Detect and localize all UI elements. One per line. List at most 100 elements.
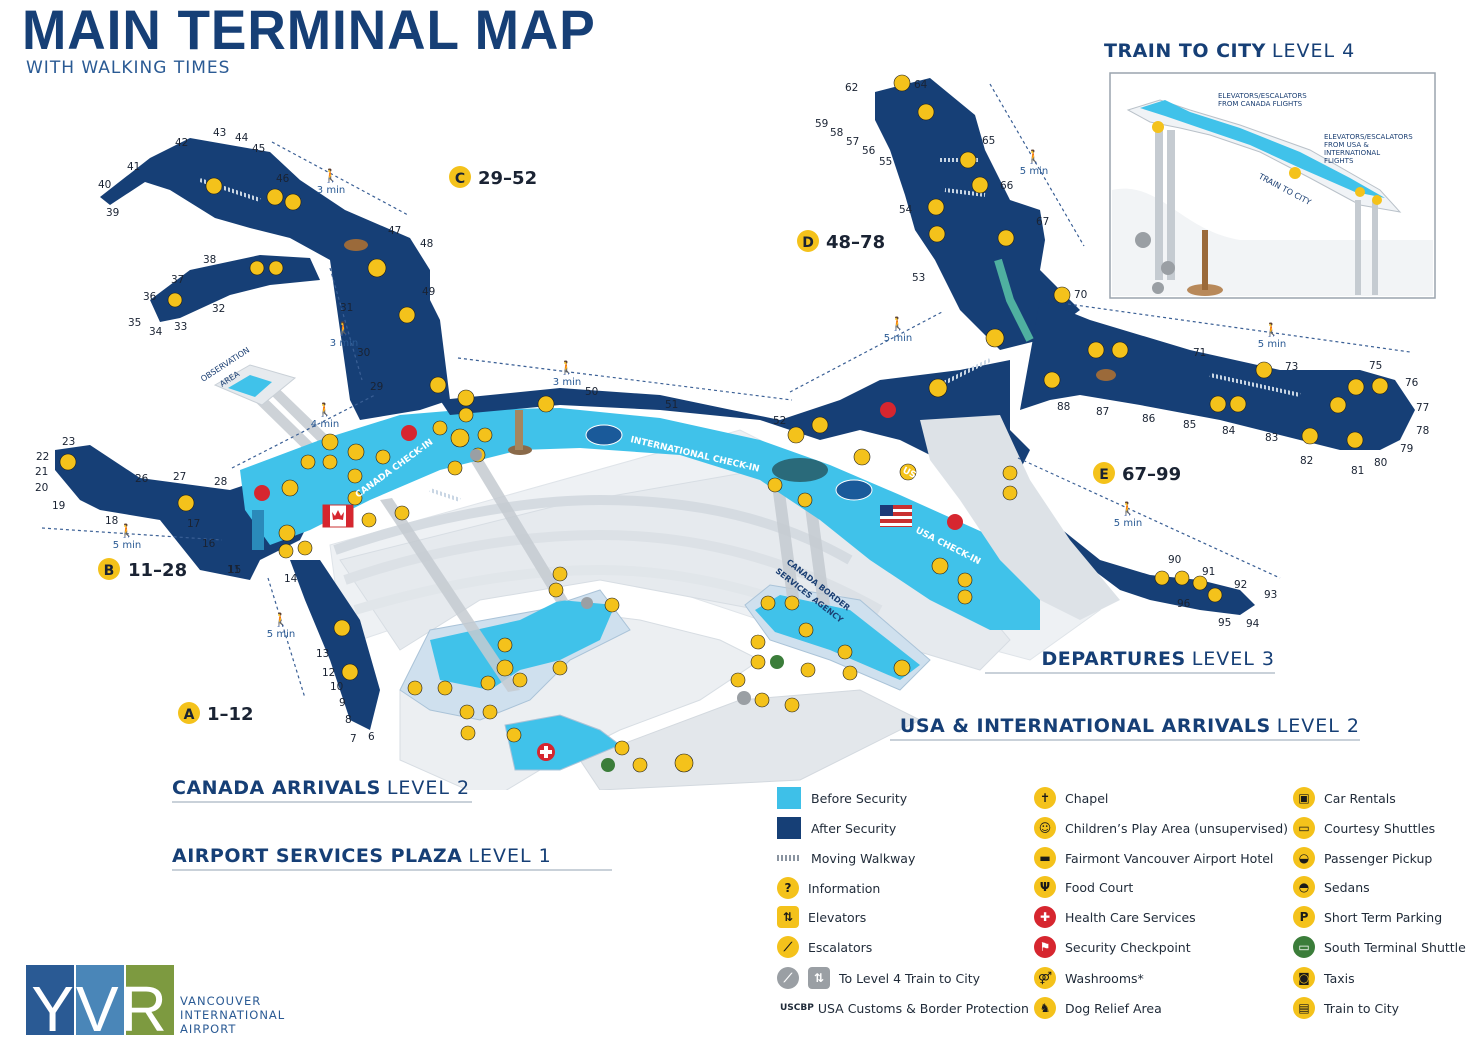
canada-arrivals-label: CANADA ARRIVALS LEVEL 2 <box>172 777 472 803</box>
train-level-label: TRAIN TO CITY LEVEL 4 <box>1104 40 1356 62</box>
svg-text:🚶: 🚶 <box>119 523 135 539</box>
svg-text:40: 40 <box>98 179 111 191</box>
legend-sedans: ◓ Sedans <box>1293 875 1370 899</box>
svg-text:93: 93 <box>1264 589 1277 601</box>
svg-text:10: 10 <box>330 681 343 693</box>
zone-badges: A 1–12 B 11–28 C 29–52 D 48–78 E 67–99 <box>98 166 1181 725</box>
svg-text:32: 32 <box>212 303 225 315</box>
svg-text:54: 54 <box>899 204 913 216</box>
escalator-icon: ⟋ <box>777 936 799 958</box>
svg-text:94: 94 <box>1246 618 1260 630</box>
gate-numbers: 29 30 31 32 33 34 35 36 37 38 39 40 41 4… <box>35 79 1429 745</box>
legend-train-access: ⟋ ⇅ To Level 4 Train to City <box>777 966 980 990</box>
svg-text:15: 15 <box>228 564 241 576</box>
amenity-icons <box>59 74 1389 773</box>
svg-text:11–28: 11–28 <box>128 560 187 581</box>
svg-text:28: 28 <box>214 476 227 488</box>
legend-train-to-city: ▤ Train to City <box>1293 996 1399 1020</box>
svg-text:21: 21 <box>35 466 48 478</box>
svg-text:5 min: 5 min <box>1020 166 1048 177</box>
svg-text:36: 36 <box>143 291 157 303</box>
legend-hotel: ▬ Fairmont Vancouver Airport Hotel <box>1034 846 1273 870</box>
svg-text:75: 75 <box>1369 360 1382 372</box>
svg-text:95: 95 <box>1218 617 1231 629</box>
page-title: MAIN TERMINAL MAP <box>22 0 596 61</box>
svg-text:27: 27 <box>173 471 186 483</box>
svg-text:B: B <box>104 563 115 579</box>
svg-text:30: 30 <box>357 347 370 359</box>
svg-text:70: 70 <box>1074 289 1087 301</box>
svg-text:26: 26 <box>135 473 149 485</box>
yvr-logo: YVR <box>26 965 174 1035</box>
legend-security-checkpoint: ⚑ Security Checkpoint <box>1034 935 1191 959</box>
svg-text:5 min: 5 min <box>884 333 912 344</box>
svg-text:55: 55 <box>879 156 892 168</box>
svg-text:49: 49 <box>422 286 435 298</box>
svg-text:🚶: 🚶 <box>317 402 333 418</box>
legend-passenger-pickup: ◒ Passenger Pickup <box>1293 846 1432 870</box>
svg-text:50: 50 <box>585 386 598 398</box>
dog-relief-icon: ♞ <box>1034 997 1056 1019</box>
svg-text:🚶: 🚶 <box>273 612 289 628</box>
svg-text:E: E <box>1099 467 1109 483</box>
svg-text:ELEVATORS/ESCALATORS: ELEVATORS/ESCALATORS <box>1324 133 1413 141</box>
svg-text:65: 65 <box>982 135 995 147</box>
car-rental-icon: ▣ <box>1293 787 1315 809</box>
svg-text:34: 34 <box>149 326 163 338</box>
svg-text:🚶: 🚶 <box>336 321 352 337</box>
svg-text:🚶: 🚶 <box>1120 501 1136 517</box>
information-icon: ? <box>777 877 799 899</box>
svg-text:43: 43 <box>213 127 226 139</box>
moving-walkway-icon <box>777 855 801 861</box>
train-elevator-icon: ⇅ <box>808 967 830 989</box>
security-checkpoint-icon: ⚑ <box>1034 936 1056 958</box>
svg-text:88: 88 <box>1057 401 1070 413</box>
legend-car-rentals: ▣ Car Rentals <box>1293 786 1396 810</box>
svg-text:🚶: 🚶 <box>323 168 339 184</box>
svg-text:YVR: YVR <box>31 973 169 1035</box>
svg-text:5 min: 5 min <box>267 629 295 640</box>
food-court-icon: Ψ <box>1034 876 1056 898</box>
svg-text:66: 66 <box>1000 180 1014 192</box>
svg-text:45: 45 <box>252 143 265 155</box>
svg-text:80: 80 <box>1374 457 1387 469</box>
train-escalator-icon: ⟋ <box>777 967 799 989</box>
health-care-icon <box>537 743 555 761</box>
svg-text:42: 42 <box>175 137 188 149</box>
svg-text:31: 31 <box>340 302 353 314</box>
svg-text:29–52: 29–52 <box>478 168 537 189</box>
svg-text:🚶: 🚶 <box>890 316 906 332</box>
svg-text:57: 57 <box>846 136 859 148</box>
svg-text:1–12: 1–12 <box>207 704 254 725</box>
svg-text:86: 86 <box>1142 413 1156 425</box>
walk-time-labels: 3 min 3 min 3 min 4 min 5 min 5 min 5 mi… <box>113 166 1286 640</box>
walking-time-lines <box>41 83 1411 699</box>
hotel-icon: ▬ <box>1034 847 1056 869</box>
svg-text:58: 58 <box>830 127 843 139</box>
svg-text:FLIGHTS: FLIGHTS <box>1324 157 1354 165</box>
departures-level <box>55 78 1415 730</box>
legend-chapel: ✝ Chapel <box>1034 786 1108 810</box>
legend-health-care: ✚ Health Care Services <box>1034 905 1196 929</box>
svg-text:22: 22 <box>36 451 49 463</box>
svg-text:11: 11 <box>227 564 240 576</box>
svg-text:48: 48 <box>420 238 433 250</box>
legend-play-area: ☺ Children’s Play Area (unsupervised) <box>1034 816 1288 840</box>
svg-text:81: 81 <box>1351 465 1364 477</box>
legend-courtesy-shuttles: ▭ Courtesy Shuttles <box>1293 816 1435 840</box>
svg-text:4 min: 4 min <box>311 419 339 430</box>
legend-after-security: After Security <box>777 816 896 840</box>
chapel-icon: ✝ <box>1034 787 1056 809</box>
svg-text:A: A <box>184 707 195 723</box>
svg-text:53: 53 <box>912 272 925 284</box>
svg-text:3 min: 3 min <box>553 377 581 388</box>
svg-text:C: C <box>455 171 465 187</box>
svg-text:67: 67 <box>1036 216 1049 228</box>
svg-text:FROM USA &: FROM USA & <box>1324 141 1369 149</box>
svg-text:🚶: 🚶 <box>1264 322 1280 338</box>
washrooms-icon: ⚤ <box>1034 967 1056 989</box>
svg-text:83: 83 <box>1265 432 1278 444</box>
terminal-map: ELEVATORS/ESCALATORS FROM CANADA FLIGHTS… <box>35 72 1436 790</box>
legend-moving-walkway: Moving Walkway <box>777 846 915 870</box>
svg-text:46: 46 <box>276 173 290 185</box>
